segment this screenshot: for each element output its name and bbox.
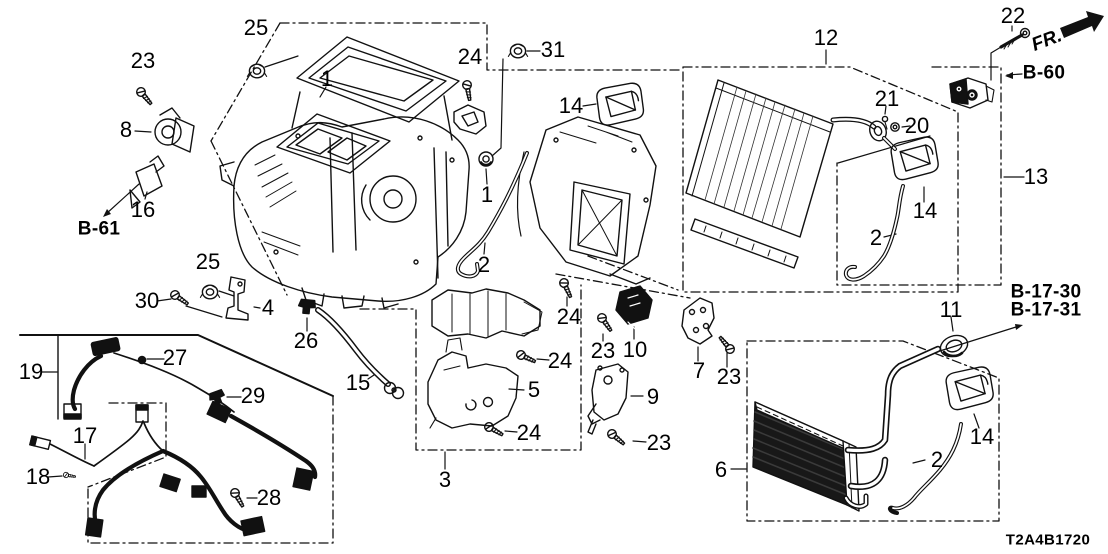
- b60-arrowhead-icon: [1005, 72, 1013, 79]
- heater-core-sketch: [752, 345, 942, 512]
- callout-16-3: 16: [130, 197, 156, 222]
- callout-24-5: 24: [457, 44, 483, 69]
- ref-code-b-17-31: B-17-31: [1010, 299, 1082, 321]
- fr-direction-label: FR.: [1028, 25, 1065, 56]
- callout-22-11: 22: [1000, 3, 1026, 28]
- hvac-unit-sketch: [219, 36, 487, 309]
- ref-code-b-60: B-60: [1022, 62, 1066, 84]
- duct-parts-sketch: [427, 288, 543, 429]
- callout-24-28: 24: [547, 348, 573, 373]
- duct-box: [359, 284, 582, 451]
- part-5-bracket: [427, 351, 519, 429]
- callout-13-14: 13: [1023, 164, 1049, 189]
- heater-core-box: [746, 340, 1000, 522]
- callout-23-24: 23: [590, 338, 616, 363]
- callout-14-15: 14: [912, 198, 938, 223]
- callout-11-17: 11: [939, 297, 963, 322]
- callout-15-36: 15: [345, 370, 371, 395]
- callout-23-22: 23: [716, 364, 742, 389]
- pipe-set-box: [836, 66, 1002, 286]
- callout-23-26: 23: [646, 430, 672, 455]
- callout-6-20: 6: [714, 457, 728, 482]
- callout-19-37: 19: [18, 359, 44, 384]
- callout-8-2: 8: [119, 117, 133, 142]
- callout-14-18: 14: [969, 424, 995, 449]
- callout-25-0: 25: [243, 15, 269, 40]
- callout-3-31: 3: [438, 467, 452, 492]
- pipes-sketch: [315, 151, 963, 515]
- ref-code-b-17-30: B-17-30: [1010, 281, 1082, 303]
- callout-7-21: 7: [692, 358, 706, 383]
- evaporator-sketch: [685, 79, 897, 269]
- harness-sketch: [29, 337, 318, 538]
- harness-box-solid: [19, 334, 334, 420]
- callout-23-1: 23: [130, 48, 156, 73]
- callout-9-25: 9: [646, 384, 660, 409]
- callout-31-6: 31: [540, 37, 566, 62]
- callout-21-12: 21: [874, 86, 900, 111]
- callout-12-10: 12: [813, 25, 839, 50]
- b17-arrowhead-icon: [1015, 324, 1023, 330]
- callout-25-33: 25: [195, 249, 221, 274]
- diagram-code-label: T2A4B1720: [1005, 531, 1091, 549]
- callout-26-35: 26: [293, 328, 319, 353]
- leader-lines: [40, 25, 1025, 499]
- main-unit-box: [279, 22, 684, 71]
- ref-code-b-61: B-61: [77, 218, 121, 240]
- evaporator-box: [682, 66, 959, 293]
- callout-2-16: 2: [869, 225, 883, 250]
- boundary-boxes: [87, 22, 1002, 544]
- callout-24-27: 24: [556, 304, 582, 329]
- callout-24-29: 24: [516, 420, 542, 445]
- callout-28-42: 28: [256, 485, 282, 510]
- small-parts: [129, 27, 1031, 435]
- callout-18-41: 18: [25, 464, 51, 489]
- callout-2-19: 2: [930, 447, 944, 472]
- callout-27-38: 27: [162, 345, 188, 370]
- callout-1-4: 1: [320, 66, 334, 91]
- callout-30-32: 30: [134, 288, 160, 313]
- b61-arrowhead-icon: [103, 209, 111, 217]
- callout-5-30: 5: [527, 377, 541, 402]
- callout-1-8: 1: [480, 182, 494, 207]
- callout-10-23: 10: [622, 337, 648, 362]
- callout-4-34: 4: [261, 295, 275, 320]
- harness-box-dashed: [87, 395, 334, 544]
- callout-17-40: 17: [72, 423, 98, 448]
- fr-arrow-icon: [1060, 11, 1104, 38]
- callout-2-9: 2: [477, 252, 491, 277]
- callout-20-13: 20: [904, 113, 930, 138]
- callout-29-39: 29: [240, 383, 266, 408]
- callout-14-7: 14: [558, 93, 584, 118]
